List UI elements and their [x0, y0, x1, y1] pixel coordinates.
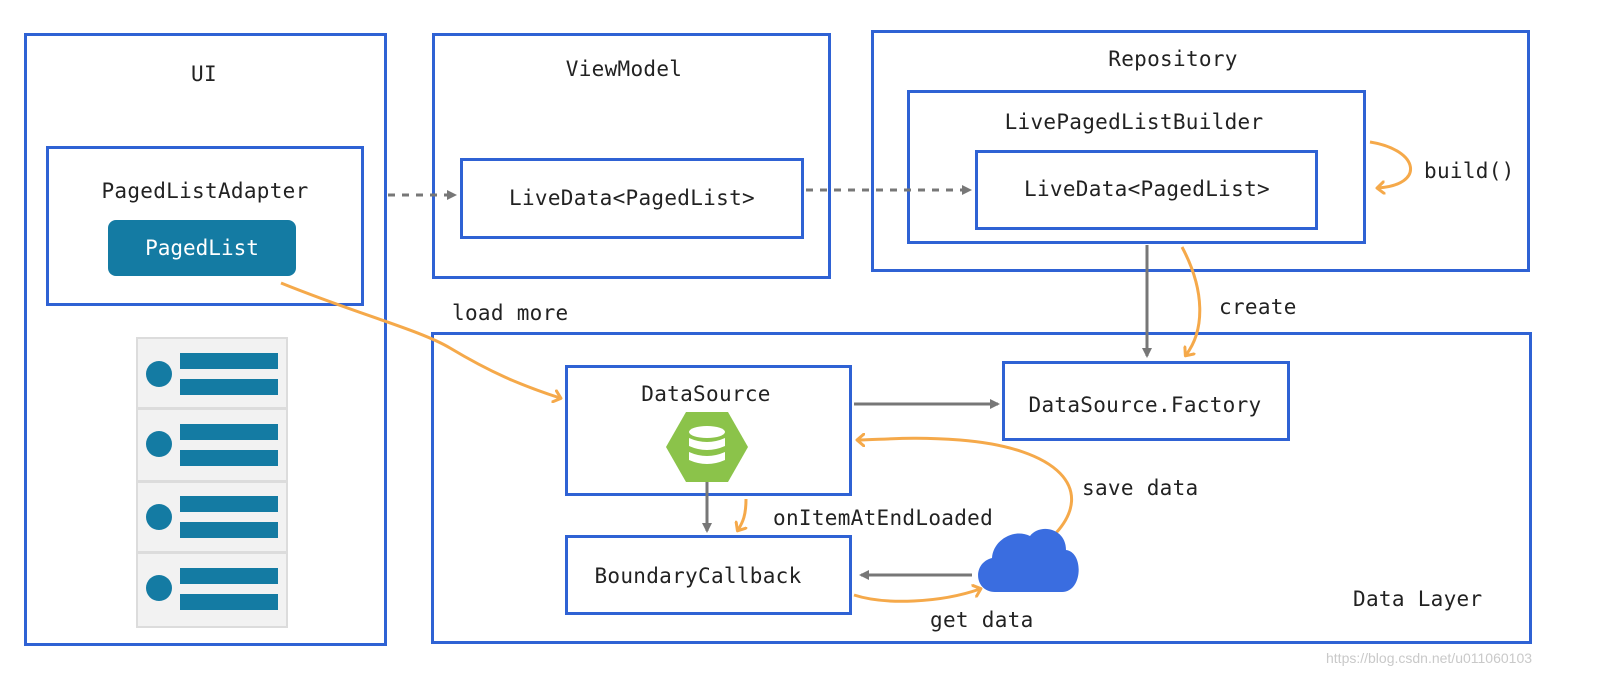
list-item-line [180, 594, 278, 610]
load-more-arrow [280, 281, 560, 398]
repository-panel [871, 30, 1530, 272]
boundary-callback-label: BoundaryCallback [594, 564, 802, 588]
load-more-label: load more [452, 301, 569, 325]
list-item-separator [138, 407, 286, 410]
datasource-label: DataSource [641, 382, 771, 406]
repository-title: Repository [1108, 47, 1238, 71]
live-paged-list-builder-box [907, 90, 1366, 244]
save-data-arrow [858, 438, 1074, 535]
paged-list-adapter-box [46, 146, 364, 306]
paged-list-pill: PagedList [108, 220, 296, 276]
list-item-separator [138, 480, 286, 483]
repository-livedata-box [975, 150, 1318, 230]
list-item-line [180, 424, 278, 440]
get-data-arrow [853, 589, 980, 603]
list-item-separator [138, 551, 286, 554]
repository-livedata-label: LiveData<PagedList> [1024, 177, 1270, 201]
get-data-label: get data [930, 608, 1034, 632]
list-item-avatar [146, 361, 172, 387]
create-label: create [1219, 295, 1297, 319]
on-item-at-end-loaded-arrow [738, 498, 746, 530]
save-data-label: save data [1082, 476, 1199, 500]
list-item-line [180, 450, 278, 466]
data-layer-title: Data Layer [1353, 587, 1483, 611]
database-icon [666, 412, 748, 482]
create-arrow [1180, 246, 1202, 355]
datasource-factory-label: DataSource.Factory [1028, 393, 1262, 417]
viewmodel-panel [432, 33, 831, 279]
paged-list-adapter-label: PagedListAdapter [101, 179, 309, 203]
list-item-avatar [146, 431, 172, 457]
viewmodel-livedata-box [460, 158, 804, 239]
list-item-line [180, 353, 278, 369]
watermark: https://blog.csdn.net/u011060103 [1326, 650, 1533, 666]
list-item-line [180, 379, 278, 395]
datasource-factory-box [1002, 361, 1290, 441]
viewmodel-livedata-label: LiveData<PagedList> [509, 186, 755, 210]
on-item-at-end-loaded-label: onItemAtEndLoaded [773, 506, 994, 530]
cloud-icon [978, 528, 1079, 592]
live-paged-list-builder-label: LivePagedListBuilder [1004, 110, 1264, 134]
list-item-avatar [146, 504, 172, 530]
ui-title: UI [191, 62, 217, 86]
ui-panel [24, 33, 387, 646]
build-arrow [1369, 140, 1412, 188]
list-item-line [180, 496, 278, 512]
boundary-callback-box [565, 535, 852, 615]
data-layer-panel [431, 332, 1532, 644]
list-item-line [180, 568, 278, 584]
build-label: build() [1424, 159, 1515, 183]
list-item-line [180, 522, 278, 538]
list-item-avatar [146, 575, 172, 601]
viewmodel-title: ViewModel [565, 57, 683, 81]
